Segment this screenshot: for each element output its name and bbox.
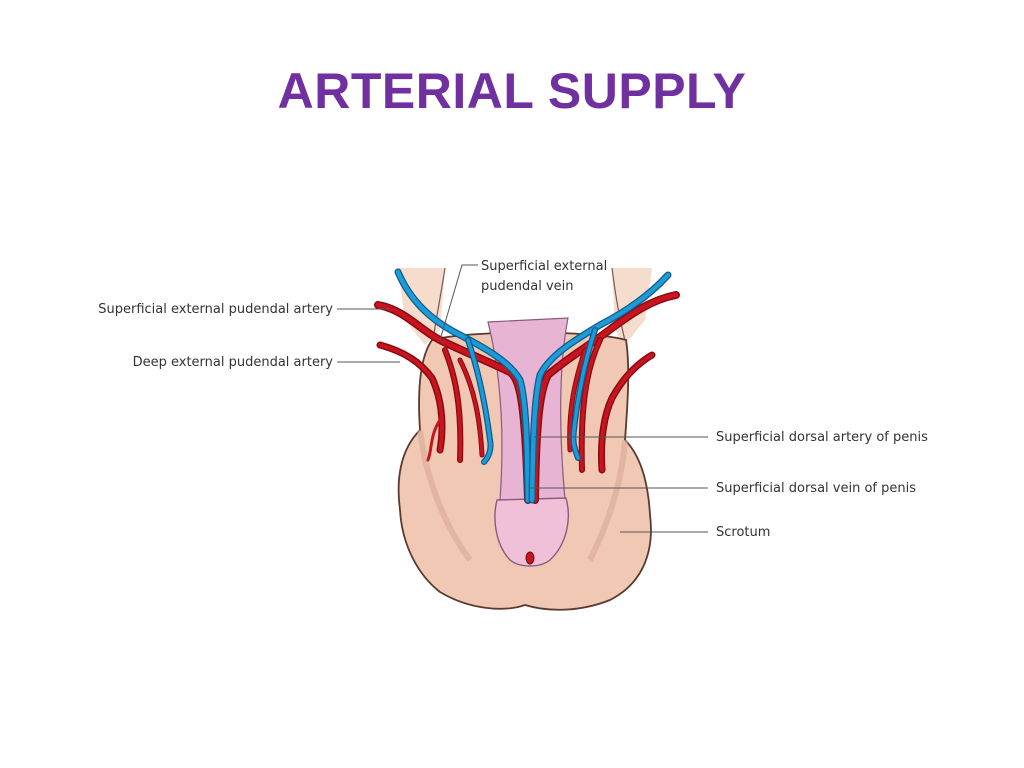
label-superficial-external-pudendal-vein-line2: pudendal vein: [481, 279, 574, 294]
slide-title: ARTERIAL SUPPLY: [277, 63, 747, 119]
label-superficial-dorsal-artery-of-penis: Superficial dorsal artery of penis: [716, 430, 928, 445]
glans: [494, 497, 569, 567]
right-thigh-edge: [611, 267, 627, 346]
urethral-meatus: [525, 551, 535, 565]
label-scrotum: Scrotum: [716, 525, 770, 540]
label-superficial-external-pudendal-artery: Superficial external pudendal artery: [98, 302, 333, 317]
label-deep-external-pudendal-artery: Deep external pudendal artery: [133, 355, 334, 370]
leader-superficial-external-pudendal-vein: [439, 264, 478, 341]
veins: [394, 268, 672, 504]
scrotum-shadow: [417, 429, 628, 562]
label-superficial-dorsal-vein-of-penis: Superficial dorsal vein of penis: [716, 481, 916, 496]
label-superficial-external-pudendal-vein-line1: Superficial external: [481, 259, 607, 274]
leader-lines: [337, 264, 708, 533]
arteries: [374, 291, 680, 504]
